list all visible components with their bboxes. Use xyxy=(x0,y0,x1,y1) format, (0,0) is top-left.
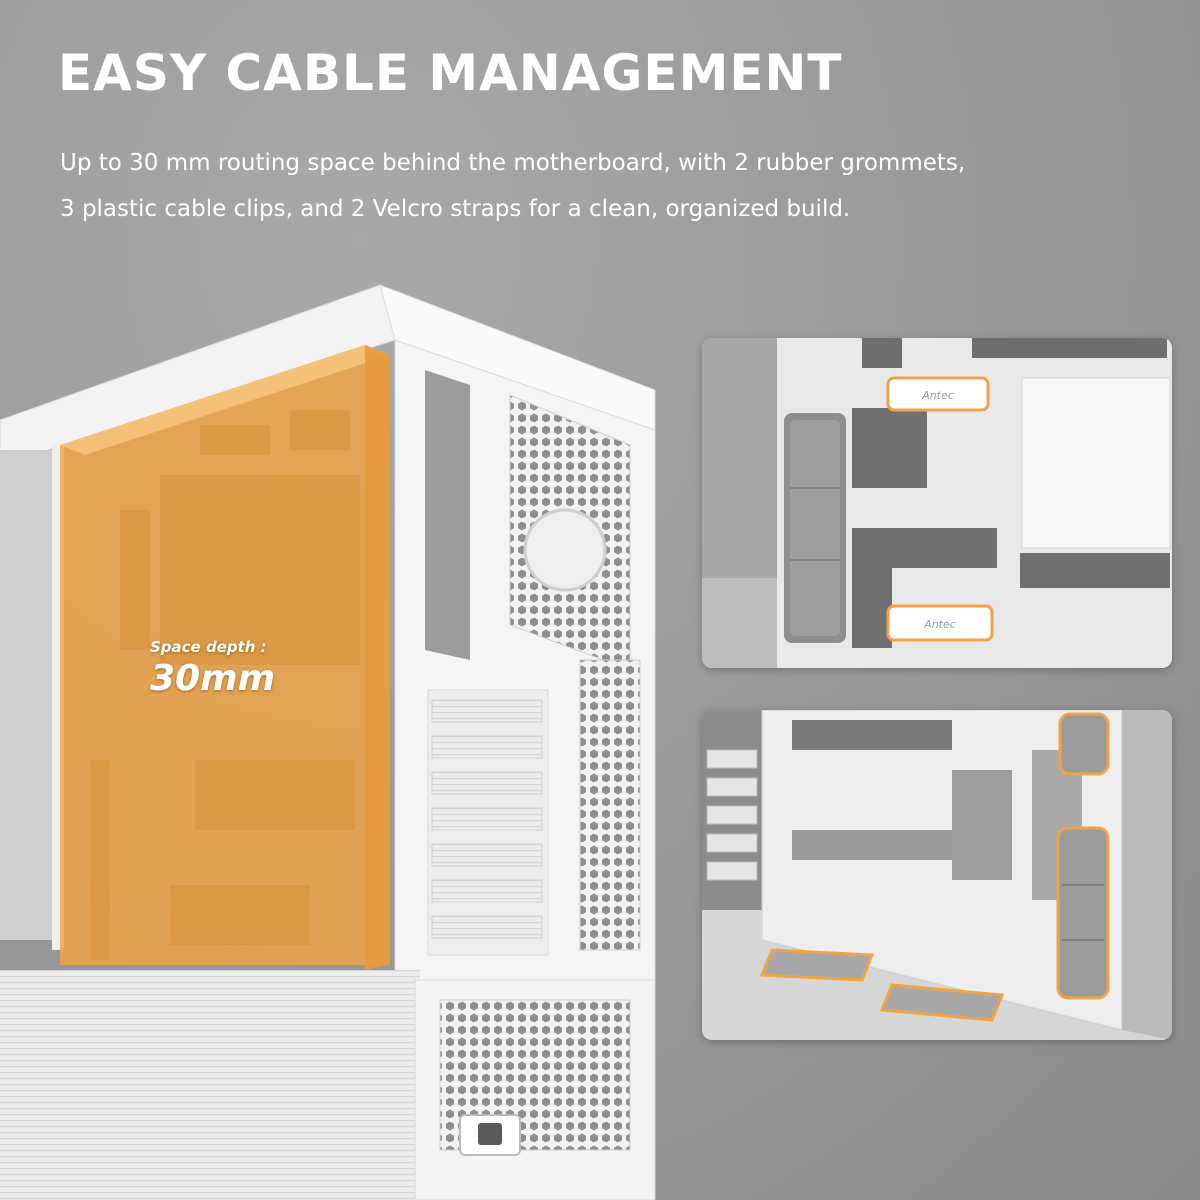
clip-brand-top: Antec xyxy=(921,389,954,402)
detail-panel-grommets xyxy=(702,710,1172,1040)
description-line-1: Up to 30 mm routing space behind the mot… xyxy=(60,150,966,176)
depth-value: 30mm xyxy=(150,658,276,699)
clip-brand-bottom: Antec xyxy=(923,618,956,631)
headline: EASY CABLE MANAGEMENT xyxy=(58,44,843,102)
pc-case-illustration xyxy=(0,284,656,1200)
grommets-closeup xyxy=(702,710,1172,1040)
depth-caption: Space depth : xyxy=(150,638,267,656)
depth-callout: Space depth : 30mm xyxy=(150,638,275,699)
cable-clips-closeup: Antec Antec xyxy=(702,338,1172,668)
detail-panel-cable-clips: Antec Antec xyxy=(702,338,1172,668)
description-line-2: 3 plastic cable clips, and 2 Velcro stra… xyxy=(60,196,851,222)
description: Up to 30 mm routing space behind the mot… xyxy=(60,140,1180,232)
